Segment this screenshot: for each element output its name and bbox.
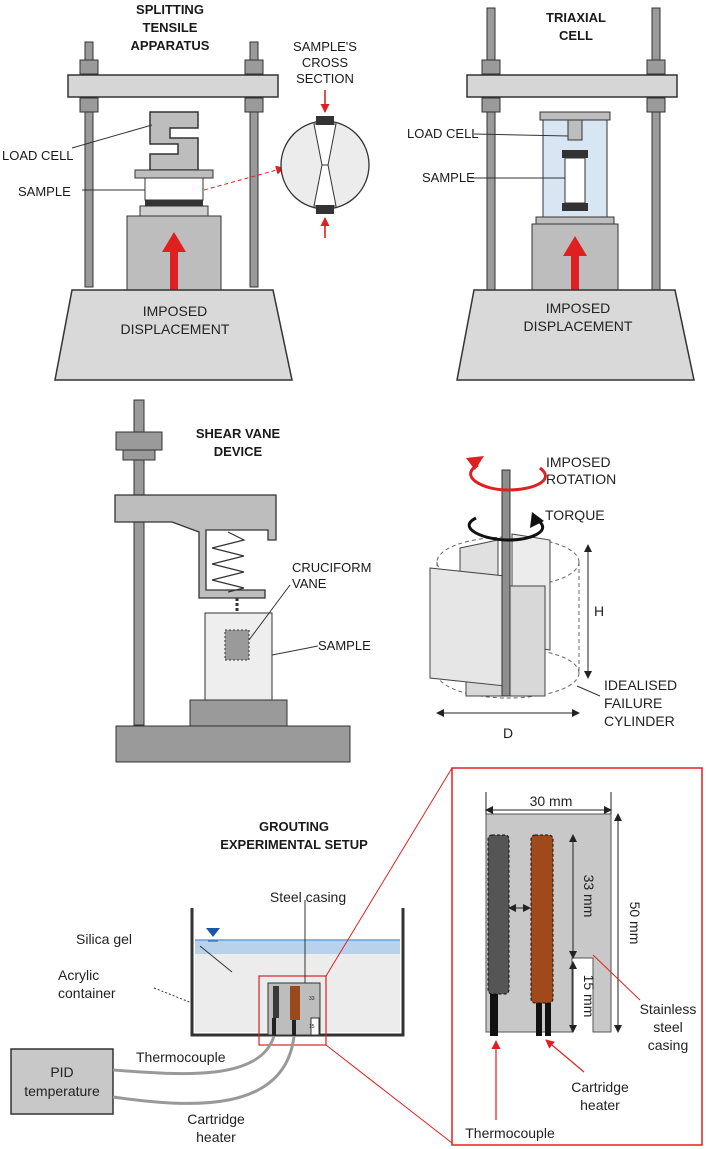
splitting-load-cell-label: LOAD CELL bbox=[2, 148, 74, 163]
idealised-failure-cylinder-label-2: FAILURE bbox=[604, 695, 662, 711]
pid-controller-label-2: temperature bbox=[24, 1083, 100, 1099]
acrylic-container-label-2: container bbox=[58, 985, 116, 1001]
stainless-steel-casing-label-2: steel bbox=[653, 1019, 683, 1035]
triaxial-title: TRIAXIAL bbox=[546, 10, 606, 25]
panel-shear-vane: SHEAR VANE DEVICE CRUCIFORM VANE SAMPLE … bbox=[114, 399, 677, 763]
splitting-title-2: TENSILE bbox=[143, 20, 198, 35]
cruciform-vane-label: CRUCIFORM bbox=[292, 560, 371, 575]
shear-vane-title-2: DEVICE bbox=[214, 444, 263, 459]
triaxial-imposed-displacement: IMPOSED bbox=[546, 300, 611, 316]
torque-label: TORQUE bbox=[545, 507, 605, 523]
cruciform-vane-label-2: VANE bbox=[292, 576, 327, 591]
cross-section-title-3: SECTION bbox=[296, 71, 354, 86]
panel-splitting-tensile: SPLITTING TENSILE APPARATUS LOAD CELL SA… bbox=[2, 2, 370, 381]
cartridge-heater-label-detail-2: heater bbox=[580, 1097, 620, 1113]
dim-30mm: 30 mm bbox=[530, 793, 573, 809]
splitting-imposed-displacement: IMPOSED bbox=[143, 303, 208, 319]
cross-section-title-2: CROSS bbox=[302, 55, 349, 70]
panel-triaxial: TRIAXIAL CELL LOAD CELL SAMPLE IMPOSED D… bbox=[407, 7, 695, 381]
triaxial-title-2: CELL bbox=[559, 28, 593, 43]
dim-33mm: 33 mm bbox=[581, 875, 597, 918]
steel-casing-label: Steel casing bbox=[270, 889, 346, 905]
triaxial-sample-label: SAMPLE bbox=[422, 170, 475, 185]
thermocouple-label-left: Thermocouple bbox=[136, 1049, 226, 1065]
triaxial-load-cell-label: LOAD CELL bbox=[407, 126, 479, 141]
cartridge-heater-label-left-2: heater bbox=[196, 1129, 236, 1145]
stainless-steel-casing-label-3: casing bbox=[648, 1037, 688, 1053]
shear-vane-title: SHEAR VANE bbox=[196, 426, 281, 441]
triaxial-imposed-displacement-2: DISPLACEMENT bbox=[524, 318, 633, 334]
splitting-title: SPLITTING bbox=[136, 2, 204, 17]
mini-dim-15: 15 bbox=[309, 1024, 315, 1030]
splitting-sample-label: SAMPLE bbox=[18, 184, 71, 199]
stainless-steel-casing-label: Stainless bbox=[640, 1001, 697, 1017]
cross-section-title: SAMPLE'S bbox=[293, 39, 357, 54]
pid-controller-label: PID bbox=[50, 1064, 73, 1080]
panel-grouting: GROUTING EXPERIMENTAL SETUP 33 15 Steel … bbox=[10, 767, 703, 1146]
mini-dim-33: 33 bbox=[309, 996, 315, 1002]
cartridge-heater-label-detail: Cartridge bbox=[571, 1079, 629, 1095]
grouting-title-2: EXPERIMENTAL SETUP bbox=[220, 837, 368, 852]
cartridge-heater-label-left: Cartridge bbox=[187, 1111, 245, 1127]
imposed-rotation-label: IMPOSED bbox=[546, 454, 611, 470]
splitting-imposed-displacement-2: DISPLACEMENT bbox=[121, 321, 230, 337]
splitting-title-3: APPARATUS bbox=[131, 38, 210, 53]
acrylic-container-label: Acrylic bbox=[58, 967, 99, 983]
thermocouple-label-detail: Thermocouple bbox=[465, 1125, 555, 1141]
silica-gel-label: Silica gel bbox=[76, 931, 132, 947]
imposed-rotation-label-2: ROTATION bbox=[546, 471, 616, 487]
dim-15mm: 15 mm bbox=[581, 975, 597, 1018]
grouting-title: GROUTING bbox=[259, 819, 329, 834]
idealised-failure-cylinder-label-3: CYLINDER bbox=[604, 713, 675, 729]
shear-vane-sample-label: SAMPLE bbox=[318, 638, 371, 653]
height-h-label: H bbox=[594, 603, 604, 619]
diameter-d-label: D bbox=[503, 725, 513, 741]
idealised-failure-cylinder-label: IDEALISED bbox=[604, 677, 677, 693]
dim-50mm: 50 mm bbox=[627, 902, 643, 945]
